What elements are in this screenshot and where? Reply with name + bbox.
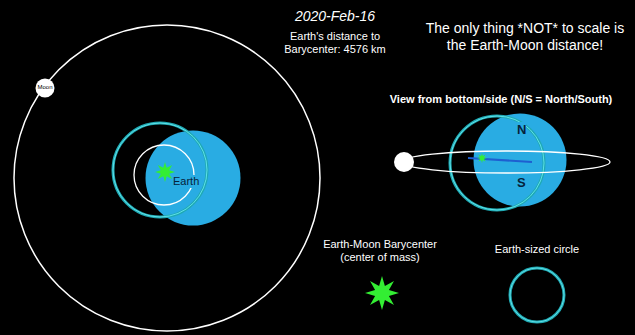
barycenter-star bbox=[155, 162, 175, 182]
date-title: 2020-Feb-16 bbox=[255, 8, 415, 25]
earth-sized-ring bbox=[113, 123, 207, 217]
earth-sized-ring-highlight bbox=[113, 123, 207, 217]
moon-orbit bbox=[14, 25, 320, 331]
side-earth-sized-ring bbox=[450, 116, 544, 210]
side-moon-orbit bbox=[402, 151, 610, 173]
distance-note: Earth's distance to Barycenter: 4576 km bbox=[270, 30, 400, 56]
legend-star-swatch bbox=[365, 276, 399, 310]
side-view-heading: View from bottom/side (N/S = North/South… bbox=[372, 93, 630, 106]
legend-ring-swatch bbox=[510, 268, 564, 322]
moon-circle-fill bbox=[36, 79, 55, 98]
node-text: Earth bbox=[172, 175, 200, 188]
side-barycenter-star bbox=[477, 153, 487, 163]
node-text: S bbox=[517, 175, 526, 191]
legend-text: Earth-sized circle bbox=[470, 243, 604, 256]
side-earth-sized-ring-highlight bbox=[450, 116, 544, 210]
node-text: N bbox=[517, 122, 526, 138]
side-earth-path bbox=[468, 158, 532, 162]
moon-circle: Moon bbox=[35, 78, 55, 98]
legend-ring-swatch-highlight bbox=[510, 268, 564, 322]
node-text: Moon bbox=[35, 84, 55, 90]
earth-center-path bbox=[134, 145, 194, 205]
scale-note: The only thing *NOT* to scale is the Ear… bbox=[420, 20, 630, 54]
legend-text: Earth-Moon Barycenter (center of mass) bbox=[305, 238, 455, 264]
side-moon bbox=[394, 152, 414, 172]
